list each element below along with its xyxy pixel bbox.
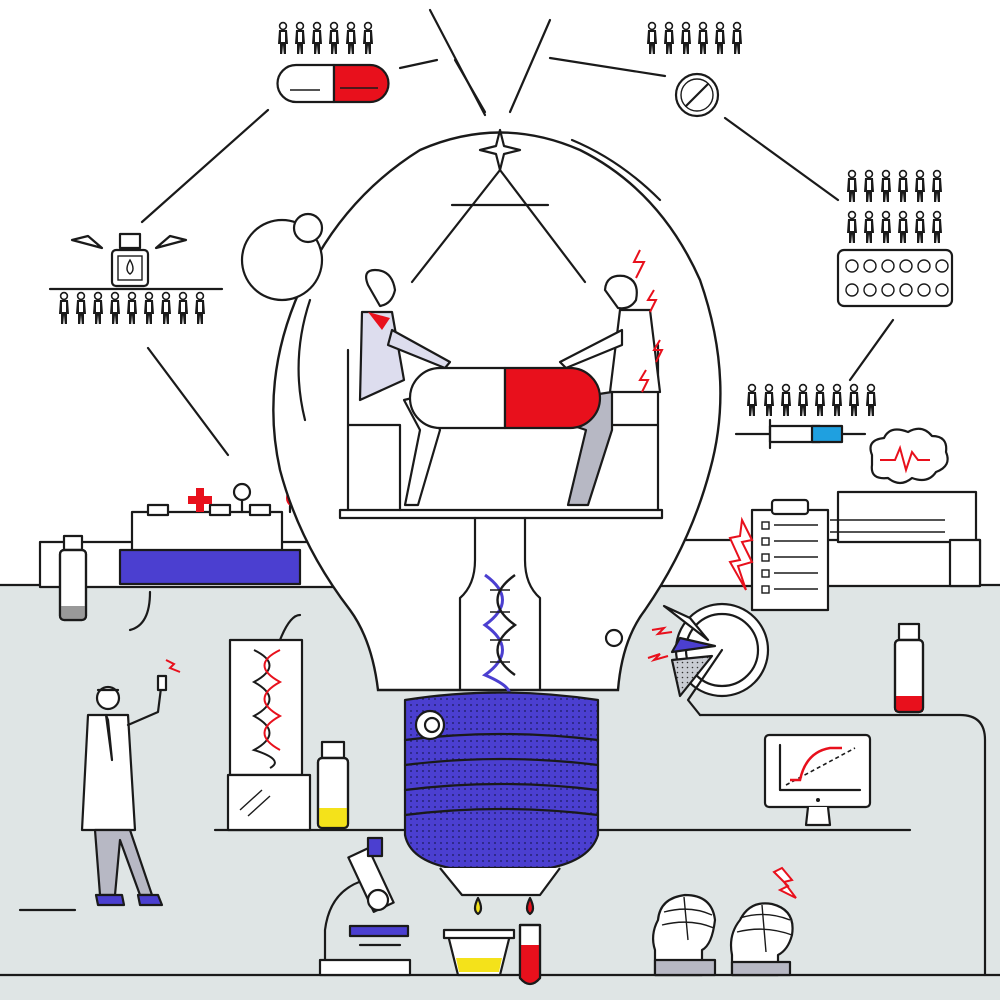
test-tube-icon	[518, 923, 542, 986]
vial-icon-right	[893, 622, 925, 714]
brain-cloud-icon	[869, 427, 949, 485]
drops	[473, 896, 535, 916]
pie-chart-icon	[647, 602, 770, 717]
lightning-icon	[728, 516, 754, 591]
dna-panel	[226, 638, 312, 832]
vial-icon-yellow	[316, 740, 350, 830]
perfume-bottle-icon	[48, 232, 224, 291]
dna-helix-icon	[481, 573, 518, 702]
monitor-chart-icon	[763, 733, 872, 827]
people-group-capsule	[277, 21, 374, 55]
syringe-icon	[734, 418, 867, 450]
bulb-base	[403, 691, 600, 897]
blister-pack-icon	[836, 248, 954, 308]
connector-lines	[140, 8, 895, 457]
people-group-syringe	[746, 383, 877, 417]
people-group-bottle	[58, 291, 206, 325]
people-group-tablet	[646, 21, 743, 55]
phrenology-head-icon	[651, 866, 797, 977]
capsule-icon	[276, 63, 390, 104]
vial-icon	[58, 534, 88, 622]
microscope-icon	[318, 836, 412, 977]
tablet-icon	[674, 72, 720, 118]
people-group-blister	[846, 169, 943, 244]
funnel-cup	[442, 928, 516, 977]
seated-scientists	[346, 249, 664, 512]
clipboard-icon	[750, 498, 830, 612]
scientist-figure	[80, 659, 181, 907]
